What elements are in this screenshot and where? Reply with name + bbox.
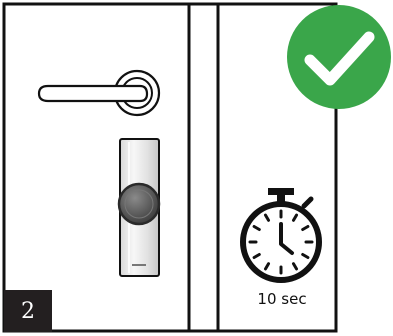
checkmark-circle-icon: [287, 5, 391, 109]
smart-lock-plate: [117, 138, 161, 277]
stopwatch-icon: [240, 188, 322, 283]
outer-frame: [2, 2, 338, 333]
door-handle: [37, 69, 161, 117]
step-number-badge: 2: [4, 290, 52, 332]
timer-duration-label: 10 sec: [257, 290, 307, 308]
step-number: 2: [21, 298, 35, 324]
